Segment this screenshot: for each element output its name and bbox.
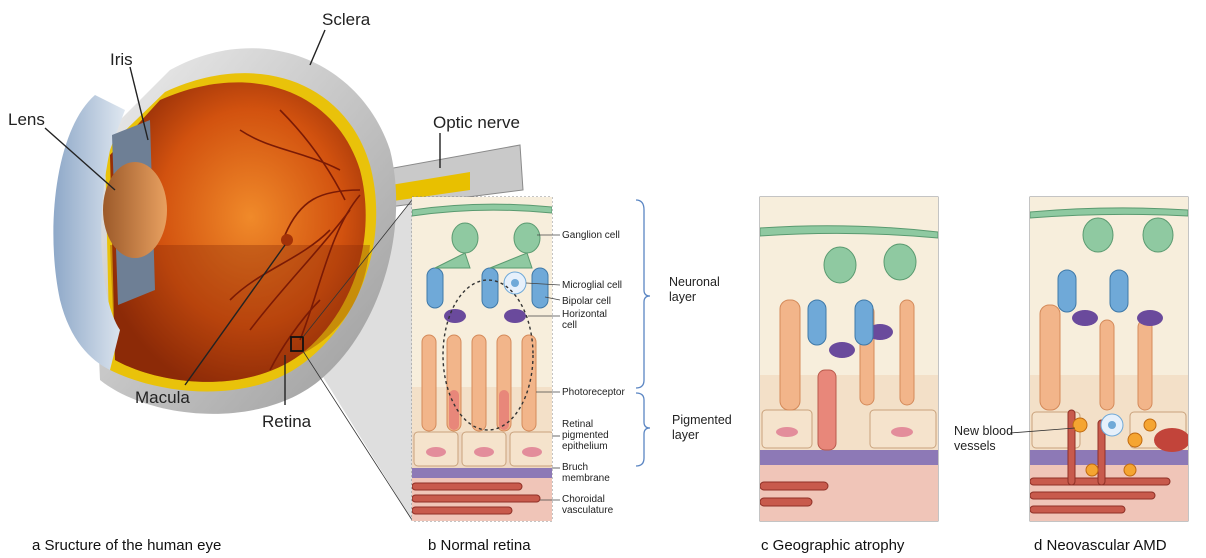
- label-neuronal-layer: Neuronal layer: [669, 275, 720, 305]
- layer-brackets: [636, 200, 650, 466]
- label-photoreceptor: Photoreceptor: [562, 387, 625, 398]
- label-ganglion-cell: Ganglion cell: [562, 230, 620, 241]
- label-new-blood-vessels: New blood vessels: [954, 424, 1013, 454]
- label-choroidal-vasculature: Choroidal vasculature: [562, 494, 613, 516]
- label-microglial-cell: Microglial cell: [562, 280, 622, 291]
- normal-retina-diagram: [412, 197, 554, 521]
- label-retina: Retina: [262, 412, 311, 432]
- macula-spot: [281, 234, 293, 246]
- label-horizontal-cell: Horizontal cell: [562, 309, 607, 331]
- label-optic-nerve: Optic nerve: [433, 113, 520, 133]
- caption-a: a Sructure of the human eye: [32, 537, 221, 554]
- lens-shape: [103, 162, 167, 258]
- label-bipolar-cell: Bipolar cell: [562, 296, 611, 307]
- caption-d: d Neovascular AMD: [1034, 537, 1167, 554]
- label-rpe: Retinal pigmented epithelium: [562, 419, 609, 452]
- label-macula: Macula: [135, 388, 190, 408]
- label-bruch-membrane: Bruch membrane: [562, 462, 610, 484]
- caption-b: b Normal retina: [428, 537, 531, 554]
- label-iris: Iris: [110, 50, 133, 70]
- caption-c: c Geographic atrophy: [761, 537, 904, 554]
- geographic-atrophy-diagram: [760, 197, 938, 521]
- label-sclera: Sclera: [322, 10, 370, 30]
- label-lens: Lens: [8, 110, 45, 130]
- neovascular-amd-diagram: [1030, 197, 1190, 521]
- label-pigmented-layer: Pigmented layer: [672, 413, 732, 443]
